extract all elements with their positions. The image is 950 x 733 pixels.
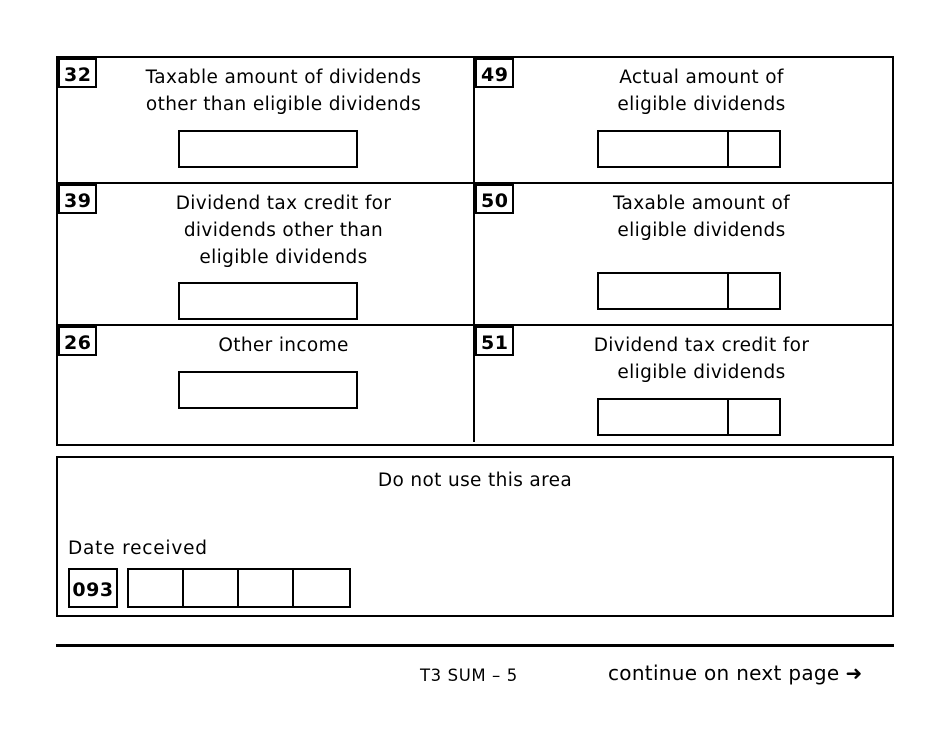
- date-received-row: 093: [68, 568, 351, 608]
- dollars-field[interactable]: [599, 274, 727, 308]
- date-box-code-093: 093: [68, 568, 118, 608]
- box-32-amount-input[interactable]: [178, 130, 358, 168]
- box-49-amount-input[interactable]: [597, 130, 781, 168]
- dollars-field[interactable]: [599, 400, 727, 434]
- form-code-label: T3 SUM – 5: [420, 666, 518, 685]
- box-number-32: 32: [58, 58, 98, 88]
- income-boxes-grid: 32 Taxable amount of dividends other tha…: [56, 56, 894, 446]
- box-number-51: 51: [475, 326, 515, 356]
- date-received-input[interactable]: [127, 568, 351, 608]
- box-label-39: Dividend tax credit for dividends other …: [175, 193, 392, 268]
- arrow-right-icon: ➜: [845, 661, 863, 685]
- box-number-49: 49: [475, 58, 515, 88]
- form-box-51: 51 Dividend tax credit for eligible divi…: [475, 326, 892, 442]
- box-label-26: Other income: [218, 335, 349, 356]
- form-box-50: 50 Taxable amount of eligible dividends: [475, 184, 892, 324]
- form-box-26: 26 Other income: [58, 326, 475, 442]
- date-cell[interactable]: [184, 570, 239, 606]
- box-label-50: Taxable amount of eligible dividends: [612, 193, 791, 241]
- date-cell[interactable]: [129, 570, 184, 606]
- grid-row: 39 Dividend tax credit for dividends oth…: [58, 184, 892, 326]
- box-50-amount-input[interactable]: [597, 272, 781, 310]
- box-number-26: 26: [58, 326, 98, 356]
- date-received-label: Date received: [68, 538, 208, 559]
- dollars-field[interactable]: [180, 132, 356, 166]
- form-box-49: 49 Actual amount of eligible dividends: [475, 58, 892, 182]
- grid-row: 26 Other income 51 Dividend tax credit f…: [58, 326, 892, 442]
- box-label-49: Actual amount of eligible dividends: [617, 67, 786, 115]
- cents-field[interactable]: [727, 132, 779, 166]
- dollars-field[interactable]: [599, 132, 727, 166]
- date-cell[interactable]: [239, 570, 294, 606]
- box-51-amount-input[interactable]: [597, 398, 781, 436]
- box-number-39: 39: [58, 184, 98, 214]
- grid-row: 32 Taxable amount of dividends other tha…: [58, 58, 892, 184]
- cents-field[interactable]: [727, 274, 779, 308]
- box-label-51: Dividend tax credit for eligible dividen…: [593, 335, 810, 383]
- do-not-use-title: Do not use this area: [377, 470, 573, 491]
- box-39-amount-input[interactable]: [178, 282, 358, 320]
- dollars-field[interactable]: [180, 284, 356, 318]
- continue-label: continue on next page: [608, 661, 840, 685]
- box-label-32: Taxable amount of dividends other than e…: [145, 67, 422, 115]
- form-box-32: 32 Taxable amount of dividends other tha…: [58, 58, 475, 182]
- dollars-field[interactable]: [180, 373, 356, 407]
- do-not-use-panel: Do not use this area Date received 093: [56, 456, 894, 617]
- continue-on-next-page: continue on next page ➜: [608, 661, 863, 685]
- box-number-50: 50: [475, 184, 515, 214]
- form-box-39: 39 Dividend tax credit for dividends oth…: [58, 184, 475, 324]
- footer-divider: [56, 644, 894, 647]
- box-26-amount-input[interactable]: [178, 371, 358, 409]
- cents-field[interactable]: [727, 400, 779, 434]
- date-cell[interactable]: [294, 570, 349, 606]
